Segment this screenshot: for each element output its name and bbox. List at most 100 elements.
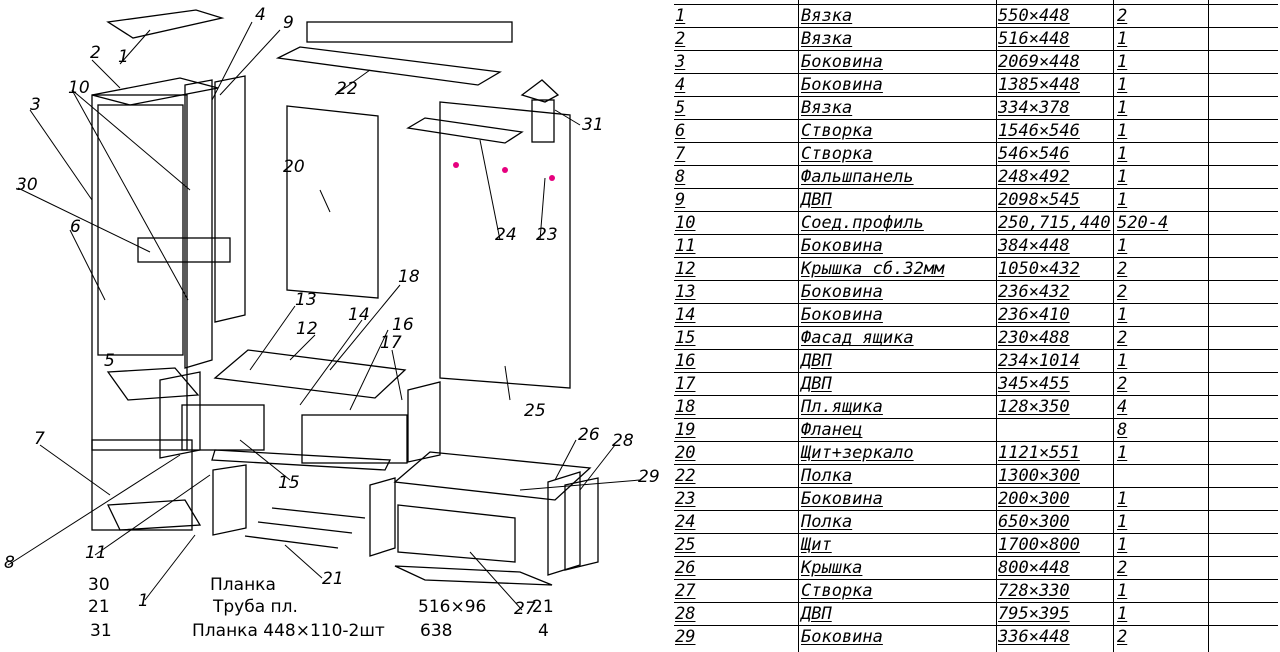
table-cell-qty: 4 [1117,397,1128,417]
table-cell-size: 546×546 [998,144,1070,164]
callout-label: 31 [582,115,604,135]
table-cell-pos: 23 [675,489,696,509]
table-cell-name: Боковина [801,282,883,302]
table-cell-name: Фланец [801,420,863,440]
side-left-lower [369,477,396,557]
table-cell-qty: 8 [1117,420,1128,440]
callout-label: 22 [336,79,358,99]
table-row-divider [674,27,1278,28]
table-row-divider [674,326,1278,327]
table-cell-name: Соед.профиль [801,213,924,233]
table-cell-pos: 3 [675,52,686,72]
table-cell-qty: 1 [1117,512,1128,532]
table-cell-size: 550×448 [998,6,1070,26]
bottom-panel-1 [106,499,202,531]
cabinet-door [97,104,184,356]
table-cell-pos: 22 [675,466,696,486]
table-cell-size: 1300×300 [998,466,1080,486]
table-cell-pos: 27 [675,581,696,601]
lower-cabinet [91,439,193,531]
table-cell-pos: 13 [675,282,696,302]
callout-numbers: 1 2 4 9 10 3 30 6 22 20 24 23 31 18 13 1… [4,5,660,619]
table-cell-qty: 520-4 [1117,213,1169,233]
callout-label: 3 [30,95,41,115]
table-cell-size: 1700×800 [998,535,1080,555]
table-cell-pos: 16 [675,351,696,371]
note-number: 21 [532,597,554,617]
callout-label: 28 [612,431,634,451]
table-cell-pos: 9 [675,190,686,210]
note-part: Планка [210,575,276,595]
table-cell-pos: 8 [675,167,686,187]
table-cell-name: ДВП [801,374,832,394]
table-row-divider [674,625,1278,626]
table-row-divider [674,579,1278,580]
table-cell-qty: 1 [1117,144,1128,164]
table-row-divider [674,487,1278,488]
table-row-divider [674,303,1278,304]
table-cell-name: Створка [801,121,873,141]
bottom-rail [211,449,392,471]
table-cell-size: 650×300 [998,512,1070,532]
shelf-5 [106,367,200,401]
note-part: Планка 448×110-2шт [192,621,385,641]
table-cell-pos: 15 [675,328,696,348]
mirror-panel-20 [286,105,379,299]
note-dim: 638 [420,621,452,641]
table-cell-pos: 24 [675,512,696,532]
table-cell-size: 345×455 [998,374,1070,394]
table-cell-qty: 1 [1117,581,1128,601]
table-row-divider [674,372,1278,373]
table-row-divider [674,119,1278,120]
table-cell-size: 230×488 [998,328,1070,348]
cover-12 [213,349,407,399]
table-cell-qty: 2 [1117,259,1128,279]
table-cell-name: ДВП [801,190,832,210]
table-cell-size: 2098×545 [998,190,1080,210]
callout-label: 15 [278,473,300,493]
table-cell-size: 200×300 [998,489,1070,509]
bracket-31 [520,79,560,103]
table-cell-pos: 7 [675,144,686,164]
connector-30 [137,237,231,263]
door-27 [397,504,516,563]
callout-label: 2 [90,43,101,63]
note-dim: 516×96 [418,597,486,617]
table-cell-size: 236×432 [998,282,1070,302]
table-cell-qty: 1 [1117,535,1128,555]
table-cell-qty: 1 [1117,52,1128,72]
table-row-divider [674,280,1278,281]
callout-label: 12 [296,319,318,339]
table-cell-qty: 1 [1117,190,1128,210]
table-row-divider [674,73,1278,74]
table-cell-pos: 4 [675,75,686,95]
callout-label: 10 [68,78,90,98]
table-cell-size: 2069×448 [998,52,1080,72]
table-cell-name: Полка [801,512,853,532]
drawer-front-right [301,414,408,464]
callout-label: 23 [536,225,558,245]
table-cell-pos: 17 [675,374,696,394]
callout-label: 9 [283,13,294,33]
table-cell-size: 128×350 [998,397,1070,417]
table-cell-qty: 1 [1117,121,1128,141]
table-cell-name: Крышка сб.32мм [801,259,945,279]
table-cell-pos: 14 [675,305,696,325]
callout-label: 27 [514,599,536,619]
table-cell-name: Вязка [801,98,853,118]
callout-label: 14 [348,305,370,325]
table-row-divider [674,4,1278,5]
table-cell-qty: 2 [1117,627,1128,647]
assembly-svg: 1 2 4 9 10 3 30 6 22 20 24 23 31 18 13 1… [4,5,660,641]
callout-label: 26 [578,425,600,445]
table-cell-size: 248×492 [998,167,1070,187]
note-number: 21 [88,597,110,617]
rail-21c [244,535,339,549]
table-row-divider [674,349,1278,350]
table-cell-size: 1050×432 [998,259,1080,279]
callout-label: 16 [392,315,414,335]
side-14 [159,371,201,459]
table-row-divider [674,464,1278,465]
table-cell-qty: 1 [1117,167,1128,187]
table-row-divider [674,211,1278,212]
